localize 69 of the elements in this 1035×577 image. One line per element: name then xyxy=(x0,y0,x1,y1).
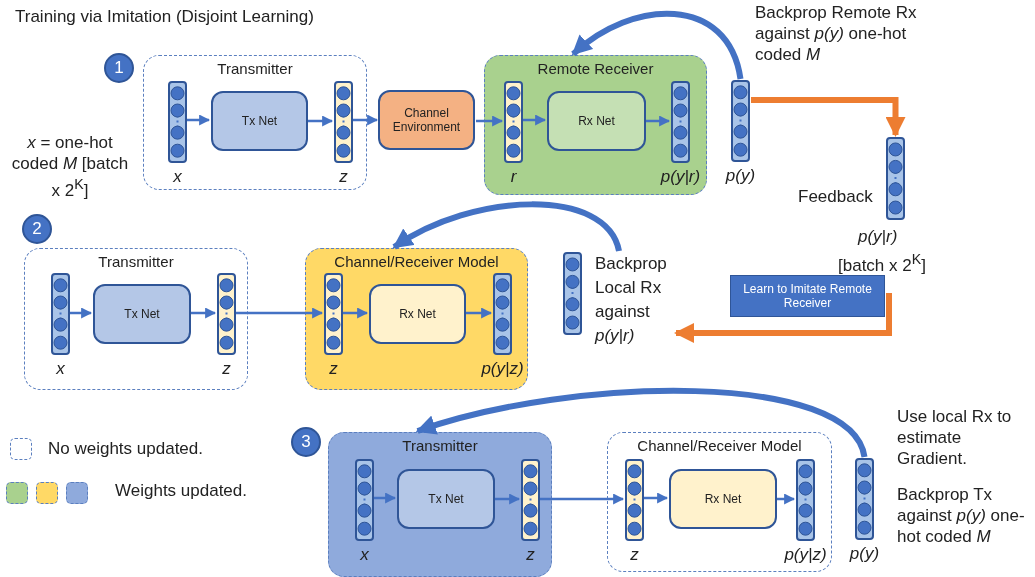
arrow xyxy=(236,307,324,319)
arrow xyxy=(191,307,217,319)
group-title: Transmitter xyxy=(97,253,175,270)
network-box: Tx Net xyxy=(93,284,191,344)
variable-label: p(y|r) xyxy=(660,167,701,187)
arrow xyxy=(523,114,547,126)
channel-box: Channel Environment xyxy=(378,90,475,150)
variable-label: z xyxy=(526,545,535,565)
arrow xyxy=(644,492,669,504)
arrow xyxy=(70,307,93,319)
variable-label: p(y|z) xyxy=(481,359,524,379)
variable-label: z xyxy=(222,359,231,379)
arrow xyxy=(353,114,379,126)
variable-label: p(y|r) xyxy=(858,227,898,247)
network-box: Tx Net xyxy=(397,469,495,529)
variable-label: z xyxy=(339,167,348,187)
variable-label: Backprop Local Rx against p(y|r) xyxy=(595,253,668,347)
variable-label: r xyxy=(510,167,517,187)
group-panel xyxy=(24,248,248,390)
title-text: Training via Imitation (Disjoint Learning) xyxy=(15,6,314,27)
step-badge: 3 xyxy=(291,427,321,457)
process-box: Learn to Imitate Remote Receiver xyxy=(730,275,885,317)
variable-label: p(y|z) xyxy=(784,545,827,565)
arrow xyxy=(374,492,397,504)
variable-label: p(y) xyxy=(725,166,756,186)
legend-label: Weights updated. xyxy=(115,480,247,501)
variable-label: z xyxy=(329,359,338,379)
arrow xyxy=(646,115,671,127)
group-title: Channel/Receiver Model xyxy=(636,437,803,454)
variable-label: x xyxy=(173,167,182,187)
variable-label: Feedback xyxy=(798,187,873,207)
network-box: Rx Net xyxy=(669,469,777,529)
note-text: Backprop Remote Rx against p(y) one-hot coded M xyxy=(755,2,918,65)
variable-label: x xyxy=(360,545,369,565)
arrow xyxy=(343,307,369,319)
arrow xyxy=(466,307,493,319)
curved-arrow xyxy=(392,201,622,253)
feedback-arrow xyxy=(674,293,892,343)
variable-label: p(y) xyxy=(849,544,880,564)
variable-label: z xyxy=(630,545,639,565)
group-title: Transmitter xyxy=(401,437,479,454)
variable-label: [batch x 2$^{K}$] xyxy=(838,251,926,276)
group-panel xyxy=(143,55,367,190)
group-panel xyxy=(484,55,707,195)
group-title: Remote Receiver xyxy=(536,60,655,77)
arrow xyxy=(476,115,504,127)
network-box: Tx Net xyxy=(211,91,308,151)
curved-arrow xyxy=(415,388,868,459)
note-text: x = one-hot coded M [batch x 2$^{K}$] xyxy=(10,132,130,201)
arrow xyxy=(777,493,796,505)
arrow xyxy=(187,114,211,126)
group-title: Transmitter xyxy=(216,60,294,77)
group-title: Channel/Receiver Model xyxy=(333,253,500,270)
arrow xyxy=(308,115,334,127)
network-box: Rx Net xyxy=(547,91,646,151)
step-badge: 1 xyxy=(104,53,134,83)
group-panel xyxy=(328,432,552,577)
group-panel xyxy=(305,248,528,390)
note-text: Backprop Tx against p(y) one-hot coded M xyxy=(897,484,1026,547)
feedback-arrow xyxy=(751,97,906,137)
note-text: Use local Rx to estimate Gradient. xyxy=(897,406,1013,469)
arrow xyxy=(495,493,521,505)
variable-label: x xyxy=(56,359,65,379)
arrow xyxy=(540,493,625,505)
network-box: Rx Net xyxy=(369,284,466,344)
curved-arrow xyxy=(571,11,744,80)
legend-label: No weights updated. xyxy=(48,438,203,459)
step-badge: 2 xyxy=(22,214,52,244)
group-panel xyxy=(607,432,832,572)
